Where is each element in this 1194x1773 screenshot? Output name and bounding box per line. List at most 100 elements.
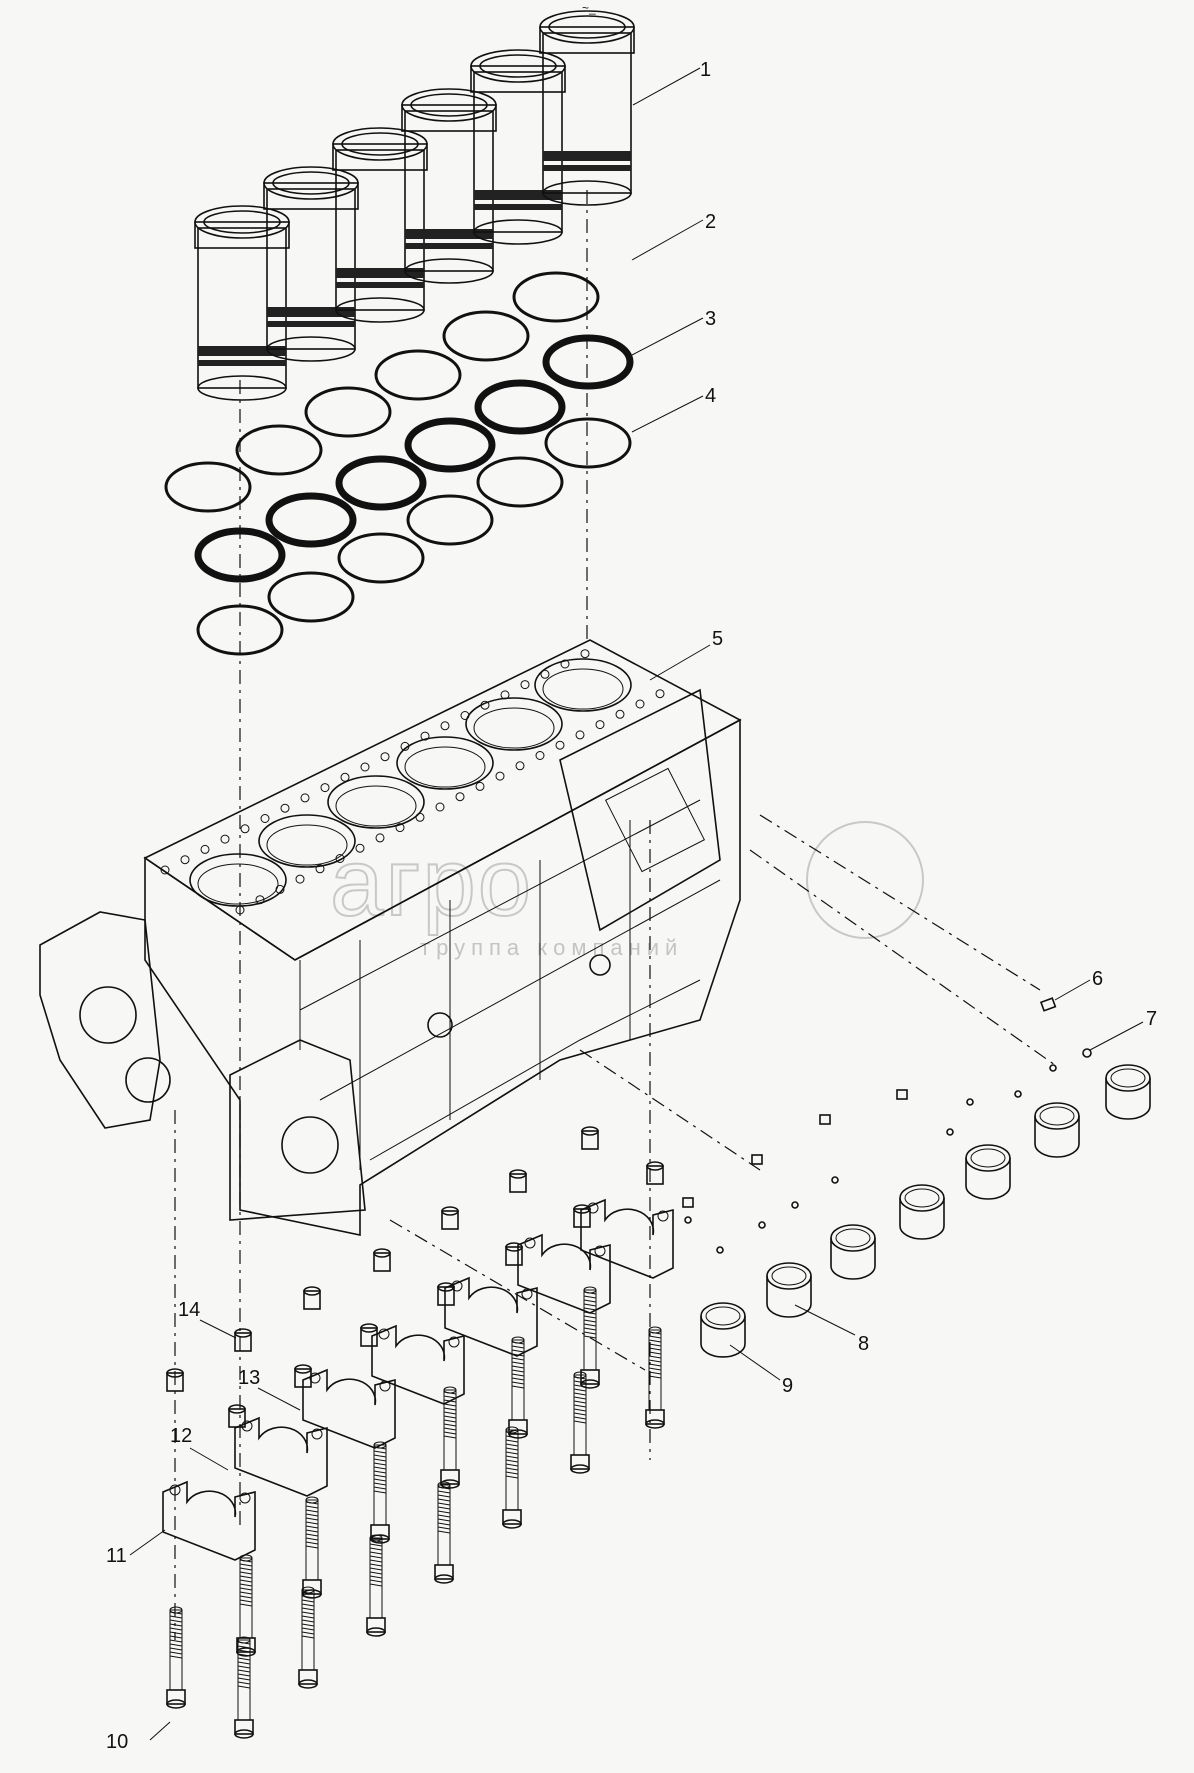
bearing-cap (234, 1416, 328, 1497)
camshaft-bushings (700, 1064, 1151, 1358)
seal-ring-thick (474, 379, 566, 435)
seal-ring (337, 532, 425, 584)
seal-ring (544, 417, 632, 469)
cap-bolts (166, 1286, 665, 1739)
cylinder-bore (189, 853, 287, 907)
callout-1: 1 (700, 59, 711, 81)
cylinder-liners (194, 10, 635, 401)
cylinder-liner (401, 88, 497, 284)
deck-bolt-hole (555, 740, 565, 750)
callout-13: 13 (238, 1367, 260, 1389)
deck-bolt-hole (360, 762, 370, 772)
deck-bolt-hole (500, 690, 510, 700)
cap-bolt (236, 1554, 256, 1657)
camshaft-bushing (700, 1302, 746, 1358)
cylinder-bore (465, 697, 563, 751)
cylinder-liner (194, 205, 290, 401)
seal-ring (235, 424, 323, 476)
cap-bolt (302, 1496, 322, 1599)
deck-bolt-hole (280, 803, 290, 813)
deck-bolt-hole (520, 680, 530, 690)
cylinder-bore (258, 814, 356, 868)
main-bearing-caps (162, 1198, 674, 1561)
cylinder-bore (396, 736, 494, 790)
deck-bolt-hole (560, 659, 570, 669)
cap-bolt (370, 1441, 390, 1544)
deck-bolt-hole (300, 793, 310, 803)
deck-bolt-hole (580, 649, 590, 659)
seal-ring (267, 571, 355, 623)
deck-bolt-hole (615, 709, 625, 719)
deck-bolt-hole (200, 844, 210, 854)
deck-bolt-hole (515, 761, 525, 771)
watermark-tagline: труппа компаний (420, 935, 683, 960)
callout-9: 9 (782, 1375, 793, 1397)
cylinder-liner (539, 10, 635, 206)
bearing-cap (580, 1198, 674, 1279)
callout-11: 11 (106, 1545, 127, 1567)
watermark: агро труппа компаний (329, 821, 924, 960)
cap-bolt (570, 1371, 590, 1474)
dowel-sleeve (228, 1404, 246, 1428)
dowel-sleeve (505, 1242, 523, 1266)
deck-bolt-hole (400, 741, 410, 751)
deck-bolt-hole (255, 895, 265, 905)
seal-ring (476, 456, 564, 508)
deck-bolt-hole (340, 772, 350, 782)
camshaft-bushing (899, 1184, 945, 1240)
callout-10: 10 (106, 1731, 128, 1753)
callout-8: 8 (858, 1333, 869, 1355)
deck-bolt-hole (355, 843, 365, 853)
plugs (682, 997, 1092, 1254)
cap-bolt (502, 1426, 522, 1529)
seal-ring (164, 461, 252, 513)
cap-bolt (645, 1326, 665, 1429)
deck-bolt-hole (635, 699, 645, 709)
cap-bolt (440, 1386, 460, 1489)
deck-bolt-hole (380, 752, 390, 762)
dowel-sleeve (303, 1286, 321, 1310)
deck-bolt-hole (160, 865, 170, 875)
deck-bolt-hole (460, 711, 470, 720)
seal-ring-thick (335, 455, 427, 511)
top-mark: ~_ (582, 1, 596, 15)
camshaft-bushing (965, 1144, 1011, 1200)
cap-bolt (234, 1636, 254, 1739)
callouts: 1 2 3 4 5 6 7 8 9 10 11 12 13 14 (106, 59, 1157, 1753)
dowel-sleeve (573, 1204, 591, 1228)
bearing-cap (444, 1276, 538, 1357)
seal-ring (304, 386, 392, 438)
seal-ring (374, 349, 462, 401)
dowel-sleeve (360, 1323, 378, 1347)
deck-bolt-hole (440, 721, 450, 731)
dowel-sleeve (234, 1328, 252, 1352)
dowel-sleeve (437, 1282, 455, 1306)
callout-2: 2 (705, 211, 716, 233)
deck-bolt-hole (335, 854, 345, 863)
cylinder-bore (327, 775, 425, 829)
cap-bolt (298, 1586, 318, 1689)
deck-bolt-hole (420, 731, 430, 741)
deck-bolt-hole (395, 823, 405, 833)
seal-rings (164, 271, 634, 656)
callout-5: 5 (712, 628, 723, 650)
dowel-sleeve (581, 1126, 599, 1150)
camshaft-bushing (1034, 1102, 1080, 1158)
deck-bolt-hole (535, 751, 545, 760)
callout-12: 12 (170, 1425, 192, 1447)
deck-bolt-hole (495, 771, 505, 781)
engine-block (39, 639, 742, 1236)
deck-bolt-hole (295, 874, 305, 884)
callout-3: 3 (705, 308, 716, 330)
cylinder-liner (263, 166, 359, 362)
seal-ring-thick (542, 334, 634, 390)
cylinder-liner (332, 127, 428, 323)
cylinder-bore (534, 658, 632, 712)
cap-bolt (508, 1336, 528, 1439)
deck-bolt-hole (260, 814, 270, 823)
deck-bolt-hole (595, 720, 605, 730)
dowel-sleeve (373, 1248, 391, 1272)
dowel-sleeves (166, 1126, 664, 1428)
